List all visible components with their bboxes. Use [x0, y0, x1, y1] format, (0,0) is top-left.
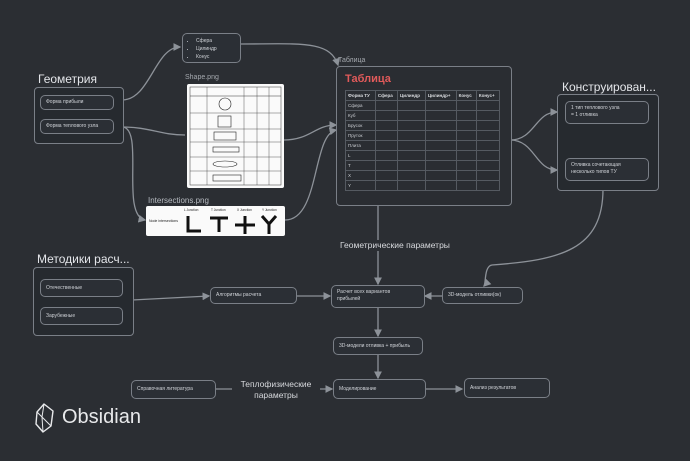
table-row-label: Y [345, 180, 376, 191]
table-card-label: Таблица [338, 57, 366, 64]
domestic-methods-label: Отечественные [46, 284, 83, 291]
edge-shapes-to-table [240, 43, 340, 67]
table-row: L [345, 150, 501, 161]
thermophysical-params-label: Теплофизические параметры [232, 379, 320, 401]
shape-item: Цилиндр [196, 46, 235, 53]
table-header: Конус [455, 90, 477, 101]
edge-thermal-to-intersections [121, 126, 147, 223]
construction-group-title: Конструирован... [562, 80, 656, 94]
shapes-list: Сфера Цилиндр Конус [188, 38, 235, 60]
table-row-label: X [345, 170, 376, 181]
table-header: Конус+ [475, 90, 501, 101]
table-row: Брусок [345, 120, 501, 131]
table-row: X [345, 170, 501, 181]
methods-group-title: Методики расч... [37, 252, 130, 266]
table-row: Куб [345, 110, 501, 121]
shape-table: Форма ТУ Сфера Цилиндр Цилиндр+ Конус Ко… [345, 90, 501, 191]
edge-intersections-to-table [284, 127, 338, 221]
table-header-row: Форма ТУ Сфера Цилиндр Цилиндр+ Конус Ко… [345, 90, 501, 101]
modeling-node[interactable]: Моделирование [333, 379, 426, 399]
edge-thermal-to-shapeimg [121, 126, 186, 136]
obsidian-logo [32, 402, 56, 439]
geometric-params-label: Геометрические параметры [338, 240, 452, 251]
casting-3d-models-node[interactable]: 3D-модель отливки(ок) [442, 287, 523, 304]
junction-t-label: T Junction [211, 208, 226, 212]
shape-image[interactable] [187, 84, 284, 188]
junction-l-label: L Junction [184, 208, 199, 212]
thermal-node-shape-label: Форма теплового узла [46, 123, 99, 129]
obsidian-logo-text: Obsidian [62, 406, 141, 428]
modeling-label: Моделирование [339, 385, 377, 392]
table-row-label: L [345, 150, 376, 161]
results-analysis-node[interactable]: Анализ результатов [464, 378, 550, 398]
table-row-label: Куб [345, 110, 376, 121]
intersections-image-label: Intersections.png [148, 196, 209, 205]
algorithms-label: Алгоритмы расчета [216, 292, 262, 299]
table-title: Таблица [345, 73, 391, 85]
casting-riser-3d-node[interactable]: 3D-модели отливка + прибыль [333, 337, 423, 355]
table-row-label: Сфера [345, 100, 376, 111]
reference-literature-node[interactable]: Справочная литература [131, 380, 216, 399]
reference-literature-label: Справочная литература [137, 386, 193, 393]
algorithms-node[interactable]: Алгоритмы расчета [210, 287, 297, 304]
table-row: Плита [345, 140, 501, 151]
riser-shape-label: Форма прибыли [46, 99, 84, 105]
calc-all-risers-node[interactable]: Расчет всех вариантов прибылей [331, 285, 425, 308]
table-row-label: Брусок [345, 120, 376, 131]
geometry-group-title: Геометрия [38, 72, 97, 86]
edge-construct-to-3d [483, 188, 604, 287]
results-analysis-label: Анализ результатов [470, 384, 517, 391]
obsidian-gem-icon [35, 403, 54, 433]
casting-riser-3d-label: 3D-модели отливка + прибыль [339, 342, 411, 349]
junction-x-label: X Junction [237, 208, 252, 212]
shape-item: Сфера [196, 38, 235, 45]
edge-riser-to-shapes [121, 43, 182, 101]
edge-table-to-construct-1 [509, 108, 559, 141]
edge-shapeimg-to-table [283, 121, 338, 141]
one-node-casting-node[interactable]: 1 тип теплового узла = 1 отливка [565, 101, 649, 124]
combined-casting-node[interactable]: Отливка сочетающая несколько типов ТУ [565, 158, 649, 181]
shapes-list-node[interactable]: Сфера Цилиндр Конус [182, 33, 241, 63]
casting-3d-models-label: 3D-модель отливки(ок) [448, 292, 502, 299]
table-header: Форма ТУ [345, 90, 376, 101]
table-row: T [345, 160, 501, 171]
foreign-methods-node[interactable]: Зарубежные [40, 307, 123, 325]
foreign-methods-label: Зарубежные [46, 312, 76, 319]
junction-shapes [186, 215, 278, 234]
methods-group[interactable] [33, 267, 134, 336]
thermal-node-shape-node[interactable]: Форма теплового узла [40, 119, 114, 134]
table-row: Пруток [345, 130, 501, 141]
shape-table-illustration [189, 86, 282, 186]
table-row-label: Плита [345, 140, 376, 151]
edge-methods-to-alg [131, 292, 211, 301]
table-header: Сфера [374, 90, 399, 101]
table-row-label: Пруток [345, 130, 376, 141]
intersections-image[interactable]: Node intersections L Junction T Junction… [146, 206, 285, 236]
shape-image-label: Shape.png [185, 74, 219, 81]
junction-y-label: Y Junction [262, 208, 277, 212]
table-header: Цилиндр+ [424, 90, 457, 101]
domestic-methods-node[interactable]: Отечественные [40, 279, 123, 297]
table-row-label: T [345, 160, 376, 171]
table-row: Сфера [345, 100, 501, 111]
edge-table-to-construct-2 [509, 139, 559, 174]
riser-shape-node[interactable]: Форма прибыли [40, 95, 114, 110]
table-header: Цилиндр [397, 90, 426, 101]
table-row: Y [345, 180, 501, 191]
intersections-caption: Node intersections [149, 219, 178, 223]
shape-item: Конус [196, 54, 235, 61]
